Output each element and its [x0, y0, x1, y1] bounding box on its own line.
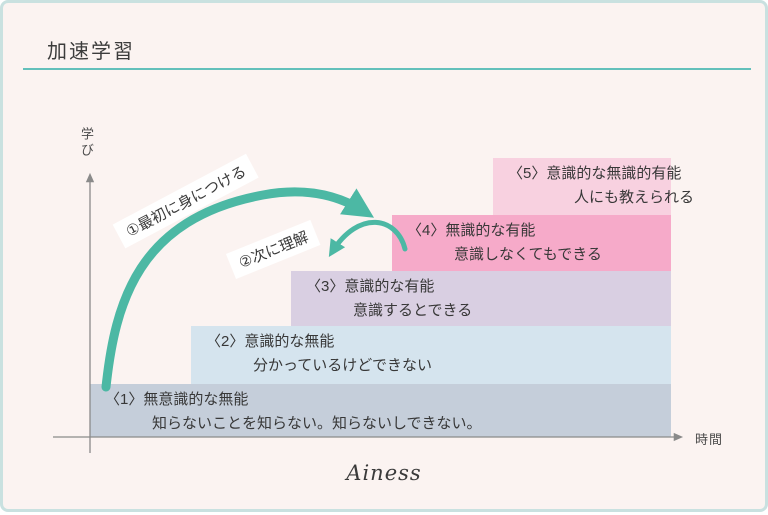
- step-3-conscious-competence: 〈3〉意識的な有能 意識するとできる: [291, 271, 671, 326]
- step-title: 意識的な無識的有能: [546, 165, 682, 182]
- step-5-conscious-unconscious-competence: 〈5〉意識的な無識的有能 人にも教えられる: [493, 158, 695, 215]
- step-title-line: 〈3〉意識的な有能: [306, 275, 671, 299]
- step-number: 〈4〉: [407, 222, 446, 239]
- step-description: 意識しなくてもできる: [454, 246, 602, 263]
- x-axis-label: 時間: [695, 432, 724, 447]
- step-number: 〈5〉: [508, 165, 547, 182]
- step-title-line: 〈4〉無識的な有能: [407, 219, 671, 243]
- step-number: 〈1〉: [105, 391, 144, 408]
- brand-logo: Ainess: [346, 461, 422, 485]
- step-title: 意識的な無能: [244, 333, 335, 350]
- step-title-line: 〈5〉意識的な無識的有能: [508, 162, 681, 186]
- step-number: 〈2〉: [206, 333, 245, 350]
- step-2-conscious-incompetence: 〈2〉意識的な無能 分かっているけどできない: [191, 326, 671, 384]
- step-1-unconscious-incompetence: 〈1〉無意識的な無能 知らないことを知らない。知らないしできない。: [90, 384, 671, 437]
- annotation-first-acquire: ①最初に身につける: [112, 153, 260, 249]
- y-axis-label: 学び: [79, 127, 94, 159]
- step-title: 意識的な有能: [344, 278, 435, 295]
- step-description: 意識するとできる: [353, 302, 473, 319]
- step-description: 分かっているけどできない: [253, 357, 432, 374]
- step-4-unconscious-competence: 〈4〉無識的な有能 意識しなくてもできる: [392, 215, 671, 271]
- step-title: 無意識的な無能: [143, 391, 249, 408]
- step-description: 知らないことを知らない。知らないしできない。: [152, 415, 482, 432]
- step-number: 〈3〉: [306, 278, 345, 295]
- page-title: 加速学習: [47, 41, 135, 63]
- title-underline: [23, 68, 751, 70]
- step-title-line: 〈1〉無意識的な無能: [105, 388, 671, 412]
- step-description: 人にも教えられる: [574, 189, 695, 206]
- step-title: 無識的な有能: [445, 222, 536, 239]
- step-title-line: 〈2〉意識的な無能: [206, 330, 671, 354]
